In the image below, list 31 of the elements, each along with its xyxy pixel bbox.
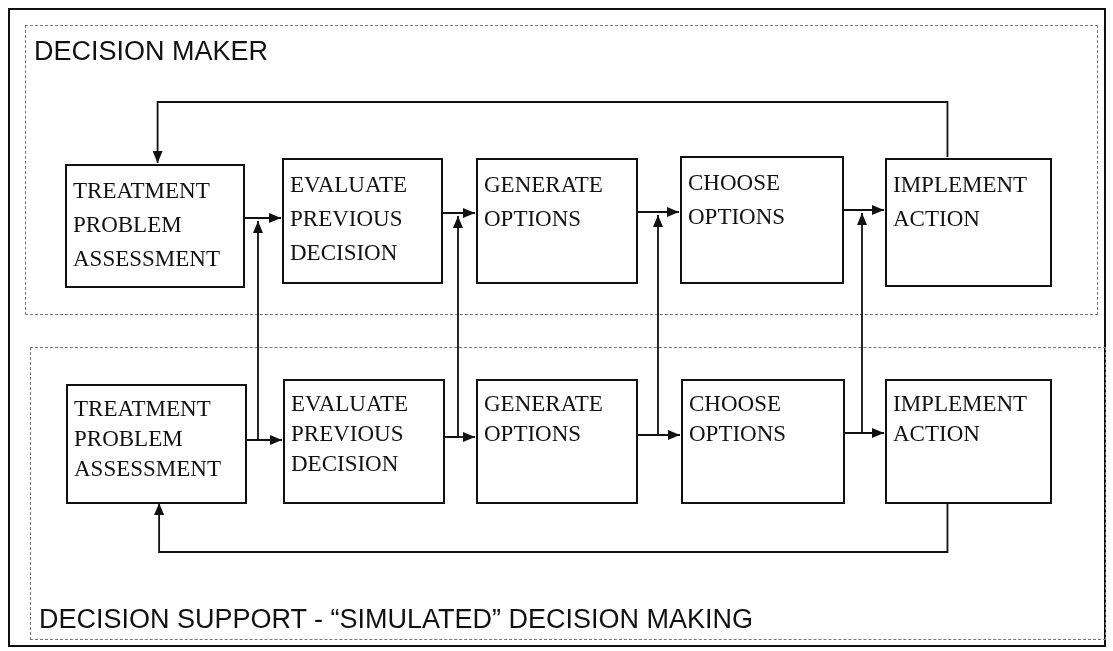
arrow	[152, 101, 949, 164]
process-box	[283, 379, 445, 504]
process-box	[476, 379, 638, 504]
process-box	[885, 379, 1052, 504]
box-label: TREATMENT PROBLEM ASSESSMENT	[73, 177, 221, 273]
region-title: DECISION SUPPORT - “SIMULATED” DECISION MAKING	[39, 604, 754, 635]
arrow	[443, 215, 463, 438]
box-label: GENERATE OPTIONS	[484, 390, 604, 448]
arrow	[441, 208, 476, 218]
region-title: DECISION MAKER	[34, 36, 269, 67]
box-label: CHOOSE OPTIONS	[689, 390, 788, 448]
process-box	[65, 164, 245, 288]
box-label: EVALUATE PREVIOUS DECISION	[290, 171, 409, 267]
process-box	[476, 158, 638, 284]
arrow	[636, 207, 680, 217]
arrow	[154, 502, 949, 553]
box-label: IMPLEMENT ACTION	[893, 390, 1028, 448]
process-box	[66, 384, 247, 504]
process-box	[680, 156, 844, 284]
box-label: CHOOSE OPTIONS	[688, 169, 787, 231]
process-box	[681, 379, 845, 504]
box-label: IMPLEMENT ACTION	[893, 171, 1028, 233]
process-box	[282, 158, 443, 284]
arrow	[842, 205, 885, 215]
box-label: EVALUATE PREVIOUS DECISION	[291, 390, 410, 478]
box-label: TREATMENT PROBLEM ASSESSMENT	[74, 395, 222, 483]
dashed-region	[30, 347, 1106, 640]
process-box	[885, 158, 1052, 287]
dashed-region	[25, 25, 1098, 315]
arrow	[243, 213, 282, 223]
box-label: GENERATE OPTIONS	[484, 171, 604, 233]
